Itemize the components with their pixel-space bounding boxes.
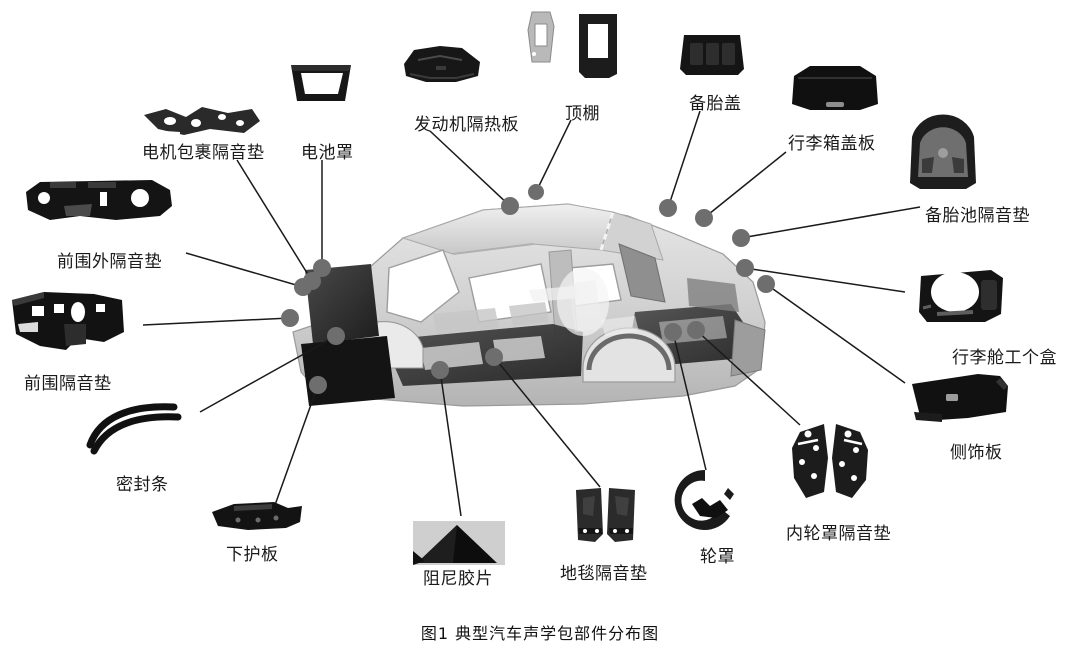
label-spare-tire-cover: 备胎盖 <box>689 94 742 114</box>
leader-line-dash-inner-pad <box>142 317 291 326</box>
part-image-headliner <box>575 10 621 82</box>
part-image-under-shield <box>208 498 306 536</box>
part-image-inner-fender-pad <box>786 418 876 506</box>
part-image-spare-tire-well-pad <box>904 113 982 193</box>
part-image-wheel-house-cover <box>672 468 738 532</box>
label-dash-inner-pad: 前围隔音垫 <box>24 374 112 394</box>
label-inner-fender-pad: 内轮罩隔音垫 <box>786 524 891 544</box>
label-weatherstrip: 密封条 <box>116 475 169 495</box>
part-image-headliner-bracket <box>524 10 558 65</box>
figure-caption: 图1 典型汽车声学包部件分布图 <box>420 624 660 643</box>
label-dash-outer-pad: 前围外隔音垫 <box>57 252 162 272</box>
part-image-spare-tire-cover <box>676 31 748 78</box>
part-image-damping-sheet <box>413 521 505 565</box>
part-image-battery-cover <box>285 55 359 107</box>
part-image-motor-wrap-pad <box>140 103 266 139</box>
label-damping-sheet: 阻尼胶片 <box>423 569 493 589</box>
part-image-carpet-pad <box>573 484 639 548</box>
label-side-trim-panel: 侧饰板 <box>950 443 1003 463</box>
label-luggage-tool-box: 行李舱工个盒 <box>952 348 1057 368</box>
label-trunk-lid-panel: 行李箱盖板 <box>788 134 876 154</box>
part-image-side-trim-panel <box>908 368 1014 428</box>
label-carpet-pad: 地毯隔音垫 <box>560 564 648 584</box>
label-engine-heat-shield: 发动机隔热板 <box>414 115 519 135</box>
part-image-trunk-lid-panel <box>788 62 882 114</box>
car-body-image <box>283 172 783 454</box>
label-wheel-house-cover: 轮罩 <box>700 547 735 567</box>
label-headliner: 顶棚 <box>565 104 600 124</box>
part-image-dash-inner-pad <box>8 288 128 356</box>
label-spare-tire-well-pad: 备胎池隔音垫 <box>925 206 1030 226</box>
leader-line-side-trim-panel <box>765 283 906 384</box>
label-battery-cover: 电池罩 <box>301 143 354 163</box>
part-image-luggage-tool-box <box>915 264 1007 328</box>
part-image-weatherstrip <box>86 403 182 455</box>
part-image-dash-outer-pad <box>20 172 178 234</box>
label-motor-wrap-pad: 电机包裹隔音垫 <box>142 143 265 163</box>
part-image-engine-heat-shield <box>400 42 486 86</box>
label-under-shield: 下护板 <box>226 545 279 565</box>
